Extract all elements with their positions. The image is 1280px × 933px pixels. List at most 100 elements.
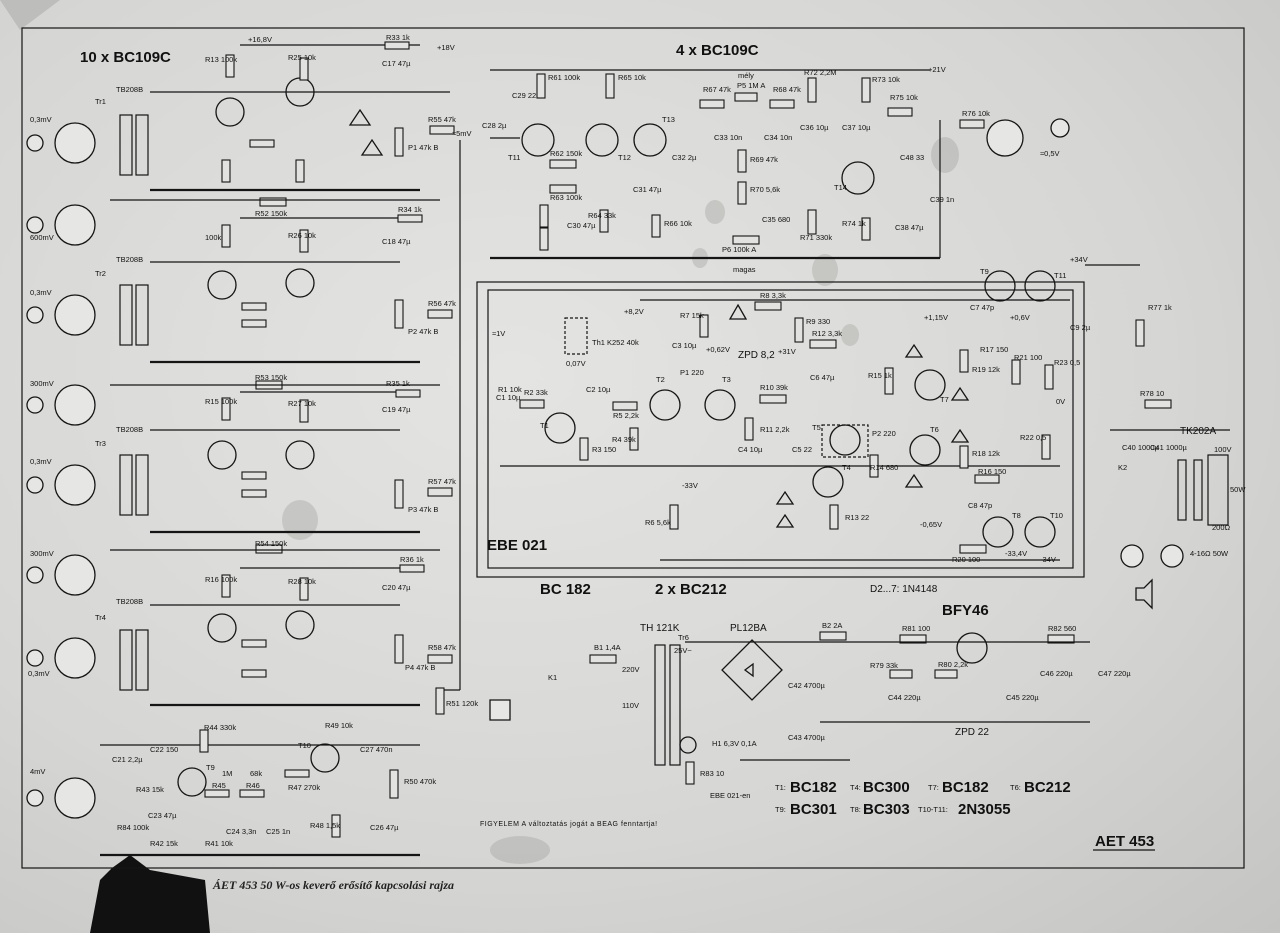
mic-stage-labels: R44 330k R49 10k C27 470n R47 270k R50 4… xyxy=(112,721,436,848)
part-label: R70 5,6k xyxy=(750,185,780,194)
part-label: C40 1000µ xyxy=(1122,443,1160,452)
pot-label: P4 47k B xyxy=(405,663,435,672)
part-label: C39 1n xyxy=(930,195,954,204)
part-label: R83 10 xyxy=(700,769,724,778)
part-label: 110V xyxy=(622,701,639,710)
res-label: R28 10k xyxy=(288,577,316,586)
input-connectors xyxy=(26,122,96,819)
part-label: C20 47µ xyxy=(382,583,411,592)
part-label: R73 10k xyxy=(872,75,900,84)
part-label: C38 47µ xyxy=(895,223,924,232)
part-label: H1 6,3V 0,1A xyxy=(712,739,757,748)
psu-reg-label: TH 121K xyxy=(640,623,680,634)
preamp-labels: TB208B Tr1 R13 100k R25 10k P1 47k B R55… xyxy=(95,53,456,672)
mixer-transistor-heading: 4 x BC109C xyxy=(676,42,759,59)
output-transformer-label: TK202A xyxy=(1180,426,1216,437)
part-label: T10 xyxy=(1050,511,1063,520)
part-label: R20 100 xyxy=(952,555,980,564)
part-label: C30 47µ xyxy=(567,221,596,230)
part-label: T13 xyxy=(662,115,675,124)
legend-key: T8: xyxy=(850,805,861,814)
stain xyxy=(705,200,725,224)
part-label: C28 2µ xyxy=(482,121,507,130)
part-label: C32 2µ xyxy=(672,153,697,162)
part-label: C5 22 xyxy=(792,445,812,454)
input-sens: 300mV xyxy=(30,379,54,388)
voltage-label: 0,07V xyxy=(566,359,586,368)
part-label: C37 10µ xyxy=(842,123,871,132)
legend-key: T4: xyxy=(850,783,861,792)
part-label: R41 10k xyxy=(205,839,233,848)
part-label: R79 33k xyxy=(870,661,898,670)
model-label: AET 453 xyxy=(1095,833,1154,850)
preamp-stage-2 xyxy=(119,214,453,364)
part-label: C4 10µ xyxy=(738,445,763,454)
part-label: C7 47p xyxy=(970,303,994,312)
part-label: R82 560 xyxy=(1048,624,1076,633)
part-label: R2 33k xyxy=(524,388,548,397)
part-label: C1 10µ xyxy=(496,393,521,402)
part-label: C47 220µ xyxy=(1098,669,1131,678)
part-label: R84 100k xyxy=(117,823,149,832)
res-label: R13 100k xyxy=(205,55,237,64)
part-label: C41 1000µ xyxy=(1150,443,1188,452)
legend-key: T1: xyxy=(775,783,786,792)
part-label: R77 1k xyxy=(1148,303,1172,312)
tr-label: Tr3 xyxy=(95,439,106,448)
preamp-stage-4 xyxy=(119,564,453,707)
part-label: C23 47µ xyxy=(148,811,177,820)
part-label: P1 220 xyxy=(680,368,704,377)
part-label: R1 10k xyxy=(498,385,522,394)
drawing-caption: ÁET 453 50 W-os keverő erősítő kapcsolás… xyxy=(212,878,454,892)
part-label: R48 1,5k xyxy=(310,821,340,830)
voltage-label: +8,2V xyxy=(624,307,644,316)
stain xyxy=(841,324,859,346)
bridge-label: PL12BA xyxy=(730,623,767,634)
pot-label: P1 47k B xyxy=(408,143,438,152)
torn-corner xyxy=(90,855,210,933)
part-label: R7 15k xyxy=(680,311,704,320)
part-label: C24 3,3n xyxy=(226,827,256,836)
poweramp-circuit xyxy=(500,270,1070,561)
diode-spec-label: D2...7: 1N4148 xyxy=(870,584,938,595)
driver-type-label: BC 182 xyxy=(540,581,591,598)
part-label: T6 xyxy=(930,425,939,434)
part-label: Th1 K252 40k xyxy=(592,338,639,347)
part-label: C9 2µ xyxy=(1070,323,1091,332)
part-label: R14 680 xyxy=(870,463,898,472)
pot-label: P2 47k B xyxy=(408,327,438,336)
part-label: R4 39k xyxy=(612,435,636,444)
part-label: C17 47µ xyxy=(382,59,411,68)
drawing-border xyxy=(21,27,1245,869)
legend-value: BC182 xyxy=(942,779,989,796)
voltage-label: +31V xyxy=(778,347,796,356)
part-label: T3 xyxy=(722,375,731,384)
part-label: C3 10µ xyxy=(672,341,697,350)
output-section xyxy=(1085,264,1230,610)
part-label: T9 xyxy=(206,763,215,772)
part-label: T12 xyxy=(618,153,631,162)
bus-wires xyxy=(110,199,440,551)
part-label: R47 270k xyxy=(288,783,320,792)
res-label: R25 10k xyxy=(288,53,316,62)
line-out-jack xyxy=(1050,118,1070,138)
part-label: R12 3,3k xyxy=(812,329,842,338)
poweramp-board-frame xyxy=(476,281,1085,578)
part-label: R16 150 xyxy=(978,467,1006,476)
transformer-label: TB208B xyxy=(116,597,143,606)
part-label: C44 220µ xyxy=(888,693,921,702)
part-label: T14 xyxy=(834,183,847,192)
part-label: R72 2,2M xyxy=(804,68,837,77)
res-label: R15 100k xyxy=(205,397,237,406)
poweramp-board-label: EBE 021 xyxy=(487,537,547,554)
line-out-level: ≈0,5V xyxy=(1040,149,1060,158)
pot-label: P3 47k B xyxy=(408,505,438,514)
part-label: R21 100 xyxy=(1014,353,1042,362)
part-label: C45 220µ xyxy=(1006,693,1039,702)
part-label: R76 10k xyxy=(962,109,990,118)
res-label: R56 47k xyxy=(428,299,456,308)
part-label: 25V~ xyxy=(674,646,692,655)
part-label: R51 120k xyxy=(446,699,478,708)
part-label: R53 150k xyxy=(255,373,287,382)
part-label: T11 xyxy=(1054,271,1066,280)
